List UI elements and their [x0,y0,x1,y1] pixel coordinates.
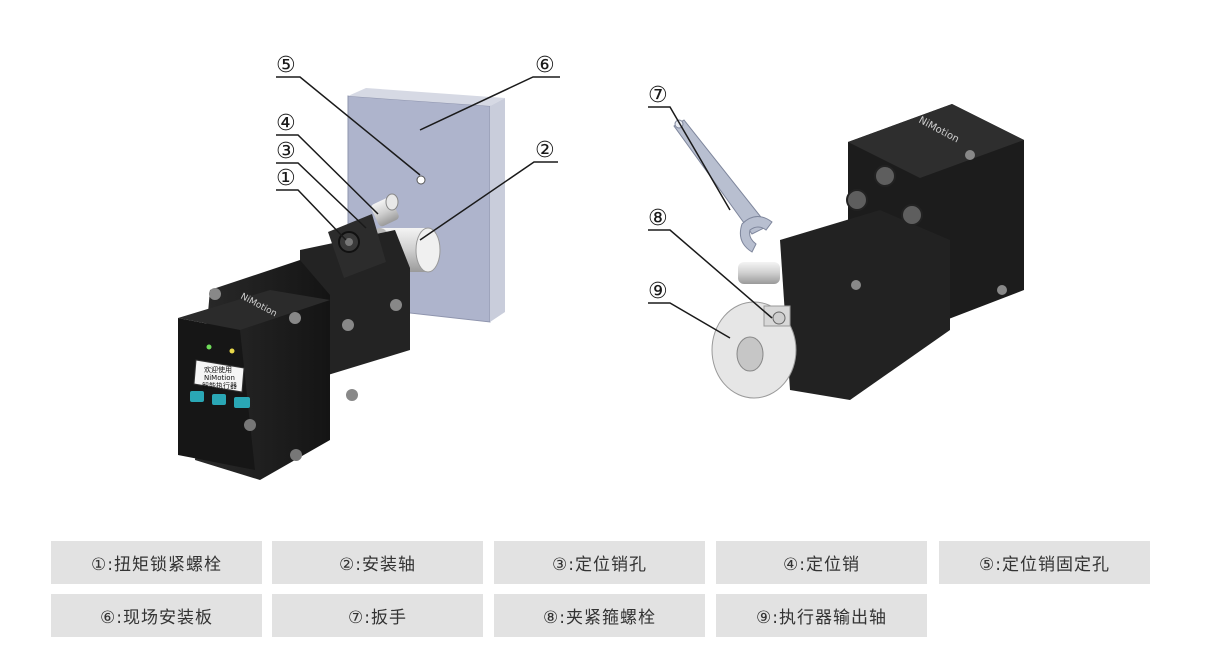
leader-line-4 [276,134,379,215]
callout-6: ⑥ [535,53,555,78]
callout-4: ④ [276,111,296,136]
callout-7: ⑦ [648,83,668,108]
legend-item: ⑥:现场安装板 [51,594,262,637]
legend-item: ①:扭矩锁紧螺栓 [51,541,262,584]
legend-item: ④:定位销 [716,541,927,584]
leader-line-2 [419,161,558,241]
output-shaft-clamp [711,301,797,399]
screen-line: 智能执行器 [202,381,237,390]
legend-item: ⑧:夹紧箍螺栓 [494,594,705,637]
leader-line-3 [276,162,367,229]
leader-lines [276,76,773,339]
legend-item: ⑨:执行器输出轴 [716,594,927,637]
callout-3: ③ [276,139,296,164]
screen-line: NiMotion [204,374,235,382]
leader-line-7 [648,106,731,211]
assembly-illustration: NiMotion 欢迎使用 NiMotion 智能执行器 NiMotion [178,53,1024,480]
leader-line-8 [648,229,773,319]
locating-pin-right [738,262,780,284]
legend-item: ②:安装轴 [272,541,483,584]
callout-1: ① [276,166,296,191]
callout-9: ⑨ [648,279,668,304]
callout-8: ⑧ [648,206,668,231]
leader-line-5 [276,76,421,176]
legend-item: ⑦:扳手 [272,594,483,637]
screen-line: 欢迎使用 [204,365,232,374]
callout-5: ⑤ [276,53,296,78]
legend-item: ③:定位销孔 [494,541,705,584]
screen-text: 欢迎使用 NiMotion 智能执行器 [202,365,237,390]
leader-line-6 [419,76,560,131]
actuator-body-right [780,104,1024,400]
leader-line-1 [276,189,347,241]
legend-item: ⑤:定位销固定孔 [939,541,1150,584]
leader-line-9 [648,302,731,339]
callout-2: ② [535,138,555,163]
actuator-body-left [178,260,330,480]
wrench [673,119,773,253]
locating-pin [371,193,399,227]
